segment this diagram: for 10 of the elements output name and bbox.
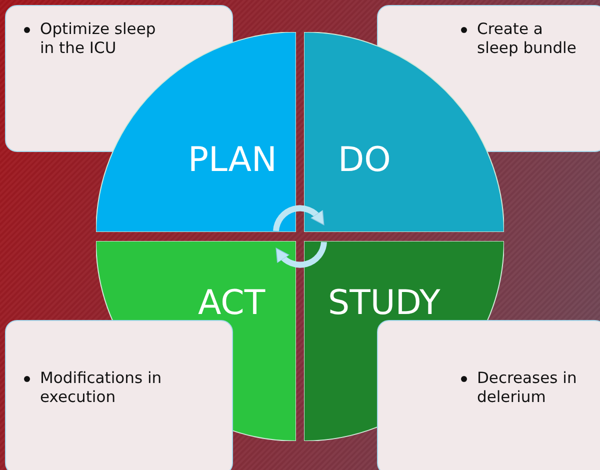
phase-label: STUDY [328,283,440,323]
bullet-text: Decreases in delerium [477,369,578,407]
note-card [5,320,233,470]
bullet-text: Modifications in execution [40,369,163,407]
note-card [377,320,600,470]
phase-label: ACT [198,283,266,323]
phase-label: PLAN [188,140,277,180]
bullet-text: Optimize sleep in the ICU [40,20,157,58]
phase-label: DO [338,140,391,180]
bullet-text: Create a sleep bundle [477,20,578,58]
